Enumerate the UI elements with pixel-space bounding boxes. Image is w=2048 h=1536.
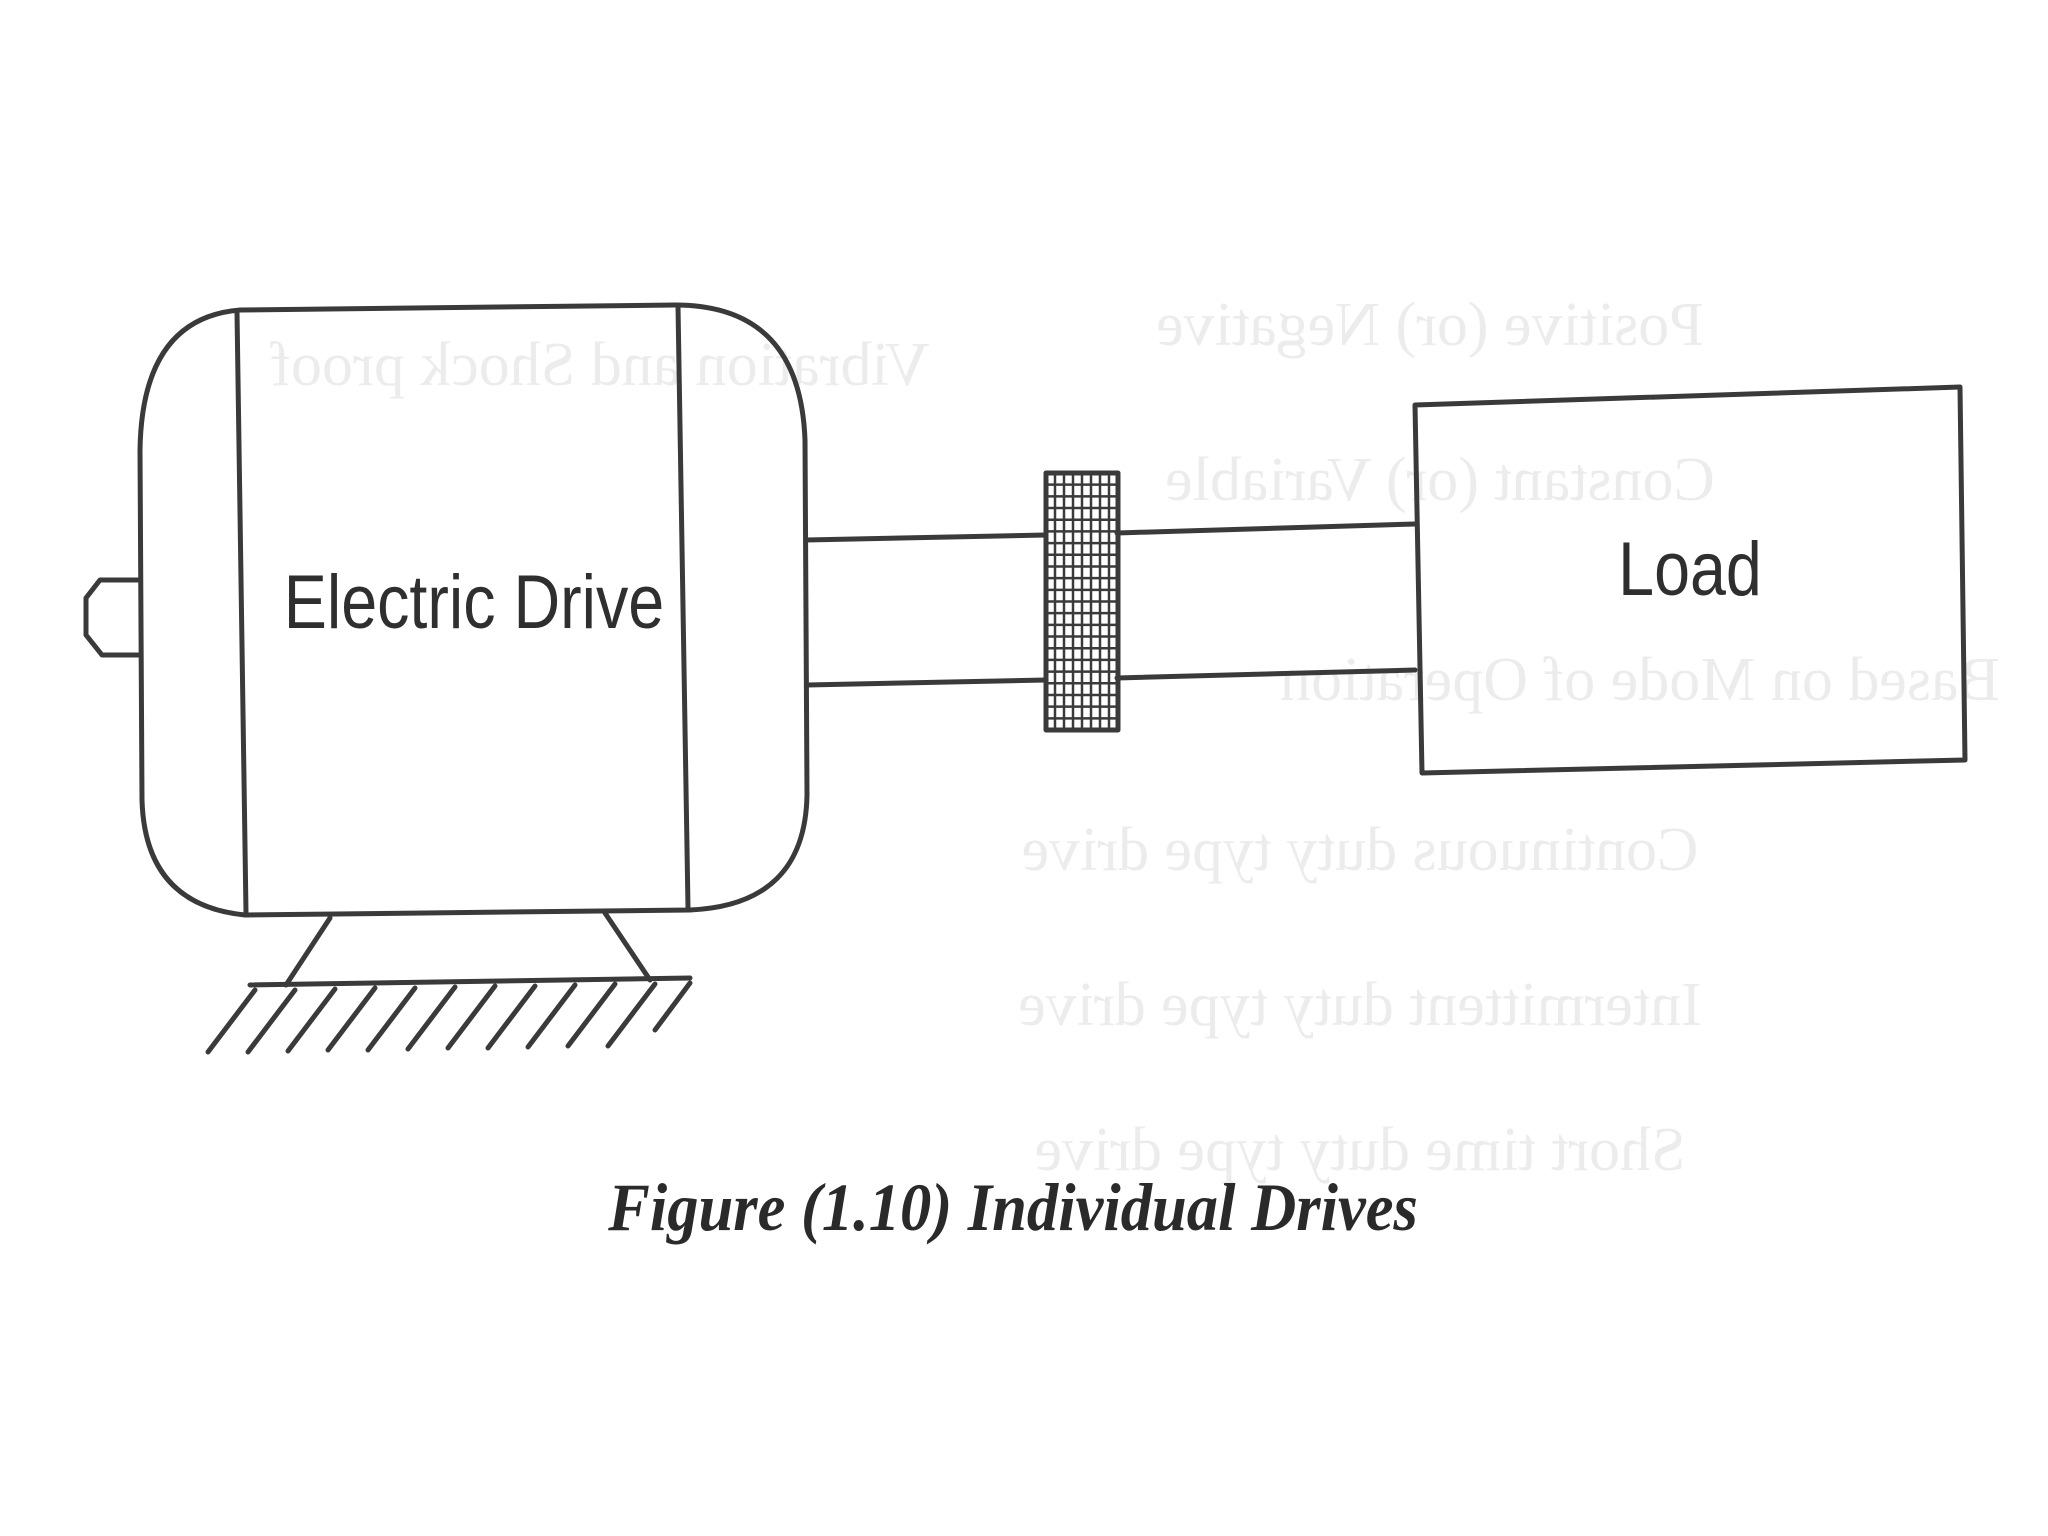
mount-leg-left (283, 915, 333, 988)
shaft-bottom-edge-load-side (1114, 667, 1418, 681)
ground-hatching (205, 980, 693, 1055)
bleed-line-7: Short time duty type drive (1035, 1116, 1686, 1184)
ground-line (247, 975, 693, 988)
bleed-line-5: Continuous duty type drive (1022, 816, 1699, 884)
bleed-line-3: Constant (or) Variable (1165, 446, 1715, 514)
motor-rear-shaft-stub (83, 577, 144, 658)
shaft (803, 521, 1418, 688)
motor-mount (205, 910, 693, 1055)
motor-body (137, 302, 810, 918)
load-label: Load (1618, 526, 1762, 611)
bleed-line-6: Intermittent duty type drive (1018, 971, 1702, 1039)
shaft-top-edge-load-side (1114, 521, 1418, 536)
shaft-coupling (1043, 470, 1121, 733)
coupling-mesh (1046, 473, 1118, 730)
motor-label: Electric Drive (284, 559, 664, 644)
motor-end-band-right (675, 303, 691, 911)
load-box (1412, 384, 1968, 776)
load-block: Load (1412, 384, 1968, 776)
shaft-bottom-edge-motor-side (804, 677, 1049, 688)
electric-drive-motor: Electric Drive (83, 302, 810, 918)
motor-end-band-left (234, 309, 249, 916)
bleed-line-2: Positive (or) Negative (1156, 291, 1704, 359)
figure-caption: Figure (1.10) Individual Drives (607, 1171, 1418, 1246)
shaft-top-edge-motor-side (803, 532, 1049, 543)
bleed-through-text: Vibration and Shock proof Positive (or) … (270, 291, 2000, 1184)
bleed-line-1: Vibration and Shock proof (270, 331, 930, 399)
mount-leg-right (602, 910, 653, 983)
bleed-line-4: Based on Mode of Operation (1280, 646, 2000, 714)
